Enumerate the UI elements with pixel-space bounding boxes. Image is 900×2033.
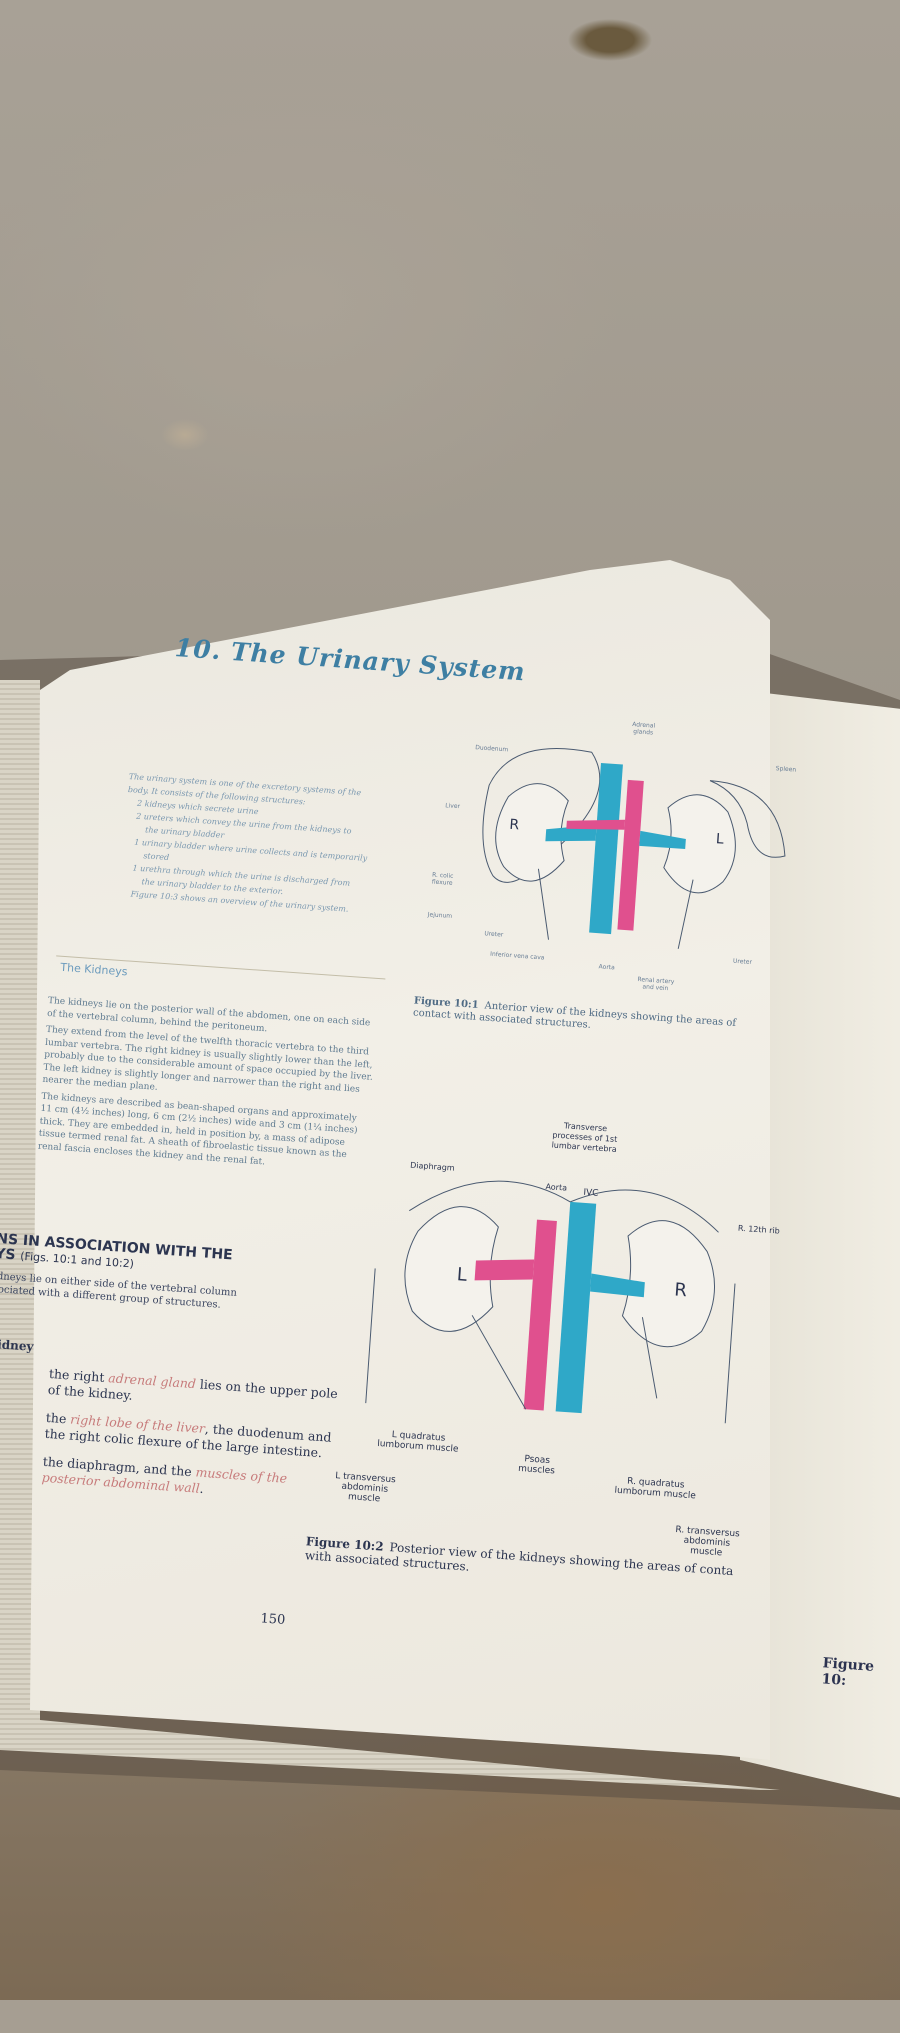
fig1-label-adrenal: Adrenal glands bbox=[631, 721, 656, 737]
fig1-label-jejunum: Jejunum bbox=[427, 911, 453, 920]
renal-vessels bbox=[545, 824, 686, 850]
left-kidney bbox=[663, 794, 736, 894]
fig1-label-aorta: Aorta bbox=[598, 963, 616, 972]
fig2-label-l-transversus: L transversus abdominis muscle bbox=[334, 1471, 397, 1505]
fig1-label-ureter-right: Ureter bbox=[732, 957, 753, 966]
renal-vessels-right bbox=[590, 1273, 645, 1298]
ivc-posterior bbox=[555, 1201, 597, 1414]
fig1-label-liver: Liver bbox=[445, 802, 461, 811]
muscle-leader-lines bbox=[365, 1268, 736, 1424]
fig1-label-renal: Renal artery and vein bbox=[637, 976, 675, 993]
fig2-right-kidney-letter: R bbox=[673, 1279, 688, 1302]
left-kidney-posterior bbox=[404, 1206, 499, 1332]
aorta bbox=[617, 779, 644, 931]
aorta-posterior bbox=[523, 1219, 557, 1411]
renal-arteries bbox=[566, 819, 626, 830]
fig2-label-aorta: Aorta bbox=[545, 1182, 568, 1193]
kidney-label: kidney bbox=[0, 1336, 34, 1354]
chapter-title: 10. The Urinary System bbox=[173, 632, 527, 687]
list-item: the right adrenal gland lies on the uppe… bbox=[47, 1366, 349, 1419]
list-item: the right lobe of the liver, the duodenu… bbox=[44, 1410, 346, 1463]
item-pre: the bbox=[45, 1409, 71, 1427]
kidney-relations-list: the right adrenal gland lies on the uppe… bbox=[40, 1366, 348, 1519]
fig1-label-colic: R. colic flexure bbox=[431, 871, 454, 887]
spleen-outline bbox=[709, 780, 786, 858]
fig1-label-ivc: Inferior vena cava bbox=[489, 950, 545, 962]
intro-text: The urinary system is one of the excreto… bbox=[120, 770, 428, 921]
kidneys-description: The kidneys lie on the posterior wall of… bbox=[37, 995, 377, 1180]
fig1-left-kidney-letter: L bbox=[715, 831, 725, 848]
renal-vessels-left bbox=[474, 1259, 535, 1281]
fig2-label-r-quadratus: R. quadratus lumborum muscle bbox=[614, 1476, 697, 1502]
fig1-right-kidney-letter: R bbox=[508, 816, 520, 834]
association-heading-ys: YS bbox=[0, 1245, 16, 1264]
figure-posterior-kidneys bbox=[365, 1180, 736, 1424]
figure-anterior-kidneys bbox=[482, 748, 786, 949]
fig2-label-transverse: Transverse processes of 1st lumbar verte… bbox=[551, 1121, 618, 1154]
section-heading: The Kidneys bbox=[59, 960, 128, 979]
inferior-vena-cava bbox=[589, 762, 623, 935]
list-item: the diaphragm, and the muscles of the po… bbox=[41, 1454, 343, 1507]
right-kidney bbox=[495, 783, 569, 882]
page-number: 150 bbox=[259, 1611, 286, 1628]
fig2-label-l-quadratus: L quadratus lumborum muscle bbox=[376, 1430, 459, 1455]
fig2-label-r-transversus: R. transversus abdominis muscle bbox=[675, 1525, 741, 1559]
fig2-left-kidney-letter: L bbox=[456, 1264, 468, 1286]
fig2-label-ivc: IVC bbox=[583, 1187, 599, 1199]
item-post: . bbox=[199, 1480, 205, 1496]
ureters bbox=[537, 868, 694, 949]
fig2-label-psoas: Psoas muscles bbox=[517, 1454, 556, 1477]
left-page bbox=[30, 560, 770, 1760]
